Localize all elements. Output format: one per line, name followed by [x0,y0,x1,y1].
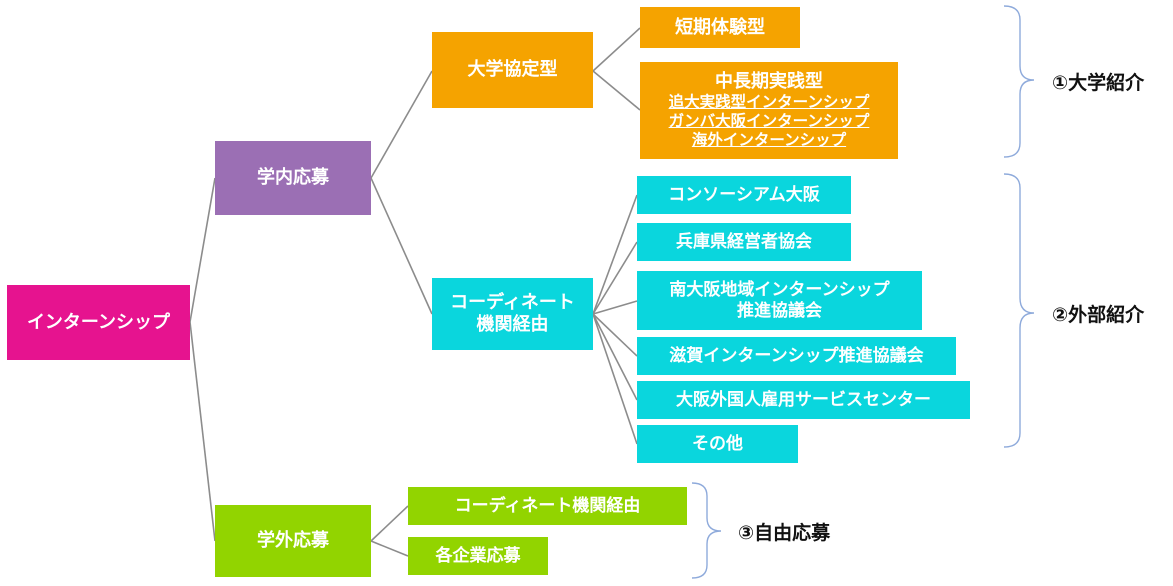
link-overseas-internship[interactable]: 海外インターンシップ [691,130,847,149]
connector-coordinate-4 [592,313,638,357]
south-osaka-council-label-line2: 推進協議会 [737,300,822,321]
internal-application-node: 学内応募 [215,141,371,215]
root-label: インターンシップ [26,311,171,333]
coordinate-agency-label-line1: コーディネート [450,292,575,314]
free-application-label: ③自由応募 [738,522,831,544]
brace-university [1003,5,1035,158]
hyogo-employers-node: 兵庫県経営者協会 [637,223,851,261]
external-coordinate-label: コーディネート機関経由 [454,495,641,516]
outside-referral-label: ②外部紹介 [1052,304,1145,326]
connector-coordinate-2 [592,241,638,315]
mid-long-term-node: 中長期実践型 追大実践型インターンシップ ガンバ大阪インターンシップ 海外インタ… [640,62,898,159]
others-label: その他 [692,433,743,454]
south-osaka-council-node: 南大阪地域インターンシップ 推進協議会 [637,271,922,330]
link-gamba-osaka-internship[interactable]: ガンバ大阪インターンシップ [668,112,870,131]
consortium-osaka-label: コンソーシアム大阪 [668,184,820,205]
connector-coordinate-1 [592,194,638,315]
connector-coordinate-5 [592,313,638,401]
south-osaka-council-label-line1: 南大阪地域インターンシップ [669,279,890,300]
connector-agreement-short [592,27,641,72]
connector-internal-coordinate [370,177,433,315]
brace-outside [1003,173,1035,448]
link-oidai-internship[interactable]: 追大実践型インターンシップ [668,93,870,112]
others-node: その他 [637,425,798,463]
connector-external-1 [370,505,409,542]
coordinate-agency-label-line2: 機関経由 [476,314,549,335]
mid-long-term-title: 中長期実践型 [715,71,823,93]
brace-free [691,482,722,579]
connector-internal-agreement [370,70,433,179]
connector-root-external [189,321,216,542]
coordinate-agency-node: コーディネート 機関経由 [432,278,593,350]
osaka-foreign-employment-node: 大阪外国人雇用サービスセンター [637,381,970,419]
connector-root-internal [189,177,216,323]
shiga-council-node: 滋賀インターンシップ推進協議会 [637,337,956,375]
osaka-foreign-employment-label: 大阪外国人雇用サービスセンター [676,389,931,410]
external-coordinate-node: コーディネート機関経由 [408,487,687,525]
connector-external-2 [370,540,409,557]
external-application-node: 学外応募 [215,505,371,577]
company-application-label: 各企業応募 [435,545,521,566]
consortium-osaka-node: コンソーシアム大阪 [637,176,851,214]
connector-coordinate-6 [592,313,638,445]
short-term-node: 短期体験型 [640,7,800,48]
shiga-council-label: 滋賀インターンシップ推進協議会 [669,345,924,366]
university-agreement-node: 大学協定型 [432,32,593,108]
connector-agreement-long [592,70,641,111]
university-referral-label: ①大学紹介 [1052,72,1145,94]
external-application-label: 学外応募 [257,530,329,552]
hyogo-employers-label: 兵庫県経営者協会 [676,231,812,252]
connector-coordinate-3 [592,300,638,315]
internal-application-label: 学内応募 [257,167,329,189]
short-term-label: 短期体験型 [675,16,765,38]
company-application-node: 各企業応募 [408,537,548,575]
university-agreement-label: 大学協定型 [467,59,558,81]
root-node-internship: インターンシップ [7,285,190,360]
